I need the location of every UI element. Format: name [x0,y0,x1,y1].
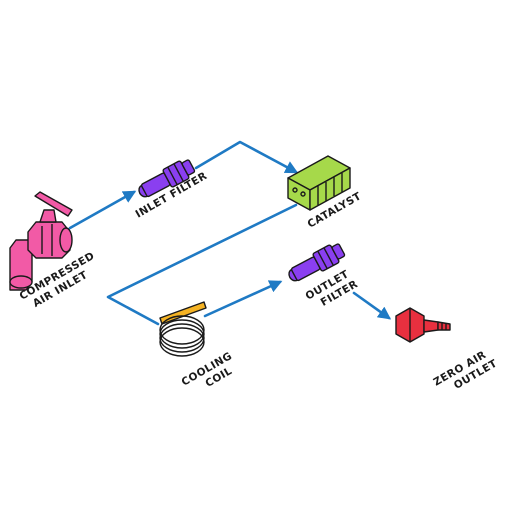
flow-line-inlet-to-filter [68,190,137,230]
flow-line-outlet-filter-to-zero-air [352,291,392,320]
tap-icon [9,191,73,291]
coil-icon [159,301,207,357]
label-cooling-coil: COOLING COIL [180,350,235,390]
flow-line-filter-to-catalyst [194,140,299,174]
catalyst-box-icon [287,155,351,211]
flow-lines [68,140,392,326]
flow-line-coil-to-outlet-filter [203,280,283,318]
outlet-fitting-icon [395,307,451,343]
label-zero-air-outlet: ZERO AIR OUTLET [432,349,500,392]
flow-line-catalyst-to-coil [106,203,298,326]
inlet-filter-icon [138,159,196,198]
outlet-filter-icon [288,243,346,282]
